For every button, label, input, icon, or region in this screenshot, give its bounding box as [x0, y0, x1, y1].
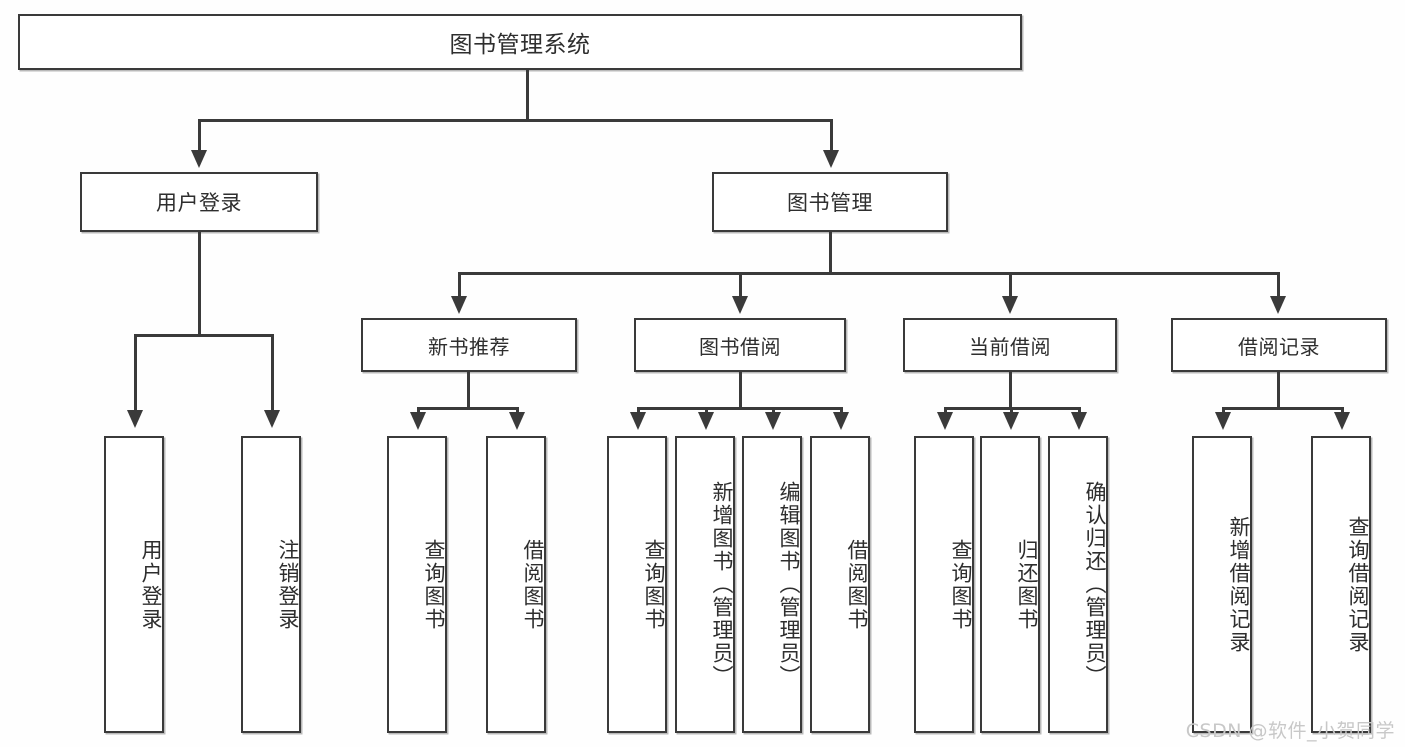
arrow-down-icon [698, 412, 714, 430]
node-new-book-recommendation-label: 新书推荐 [428, 334, 510, 359]
connector-user-login-bar [134, 334, 274, 337]
arrow-down-icon [1334, 412, 1350, 430]
leaf-add-borrow-record[interactable]: 新增借阅记录 [1192, 436, 1252, 733]
connector-level3-drop-4 [1277, 272, 1280, 300]
leaf-user-login[interactable]: 用户登录 [104, 436, 164, 733]
leaf-confirm-return-admin-label: 确认归还（管理员） [1083, 481, 1107, 688]
connector-user-login-drop-2 [271, 334, 274, 414]
connector-new-book-bar [417, 407, 519, 410]
arrow-down-icon [765, 412, 781, 430]
leaf-borrow-books-new-label: 借阅图书 [521, 538, 545, 631]
leaf-query-books-borrow[interactable]: 查询图书 [607, 436, 667, 733]
arrow-down-icon [833, 412, 849, 430]
leaf-query-books-new[interactable]: 查询图书 [387, 436, 447, 733]
arrow-down-icon [191, 150, 207, 168]
arrow-down-icon [264, 410, 280, 428]
arrow-down-icon [1002, 296, 1018, 314]
node-user-login-label: 用户登录 [156, 191, 242, 215]
connector-borrow-records-stem [1277, 372, 1280, 410]
leaf-borrow-books-new[interactable]: 借阅图书 [486, 436, 546, 733]
leaf-edit-book-admin-label: 编辑图书（管理员） [777, 481, 801, 688]
node-new-book-recommendation[interactable]: 新书推荐 [361, 318, 577, 372]
node-book-borrowing-label: 图书借阅 [699, 334, 781, 359]
connector-level3-drop-2 [739, 272, 742, 300]
connector-level3-drop-1 [458, 272, 461, 300]
arrow-down-icon [127, 410, 143, 428]
leaf-user-login-label: 用户登录 [139, 538, 163, 631]
arrow-down-icon [410, 412, 426, 430]
leaf-logout[interactable]: 注销登录 [241, 436, 301, 733]
leaf-confirm-return-admin[interactable]: 确认归还（管理员） [1048, 436, 1108, 733]
node-root-label: 图书管理系统 [449, 32, 591, 58]
node-book-management[interactable]: 图书管理 [712, 172, 948, 232]
leaf-add-borrow-record-label: 新增借阅记录 [1227, 515, 1251, 654]
connector-book-borrow-bar [637, 407, 843, 410]
leaf-query-books-borrow-label: 查询图书 [642, 538, 666, 631]
connector-book-mgmt-stem [829, 232, 832, 274]
leaf-query-borrow-record-label: 查询借阅记录 [1346, 515, 1370, 654]
leaf-logout-label: 注销登录 [276, 538, 300, 631]
connector-current-borrow-stem [1009, 372, 1012, 410]
arrow-down-icon [630, 412, 646, 430]
arrow-down-icon [509, 412, 525, 430]
connector-level3-drop-3 [1009, 272, 1012, 300]
leaf-query-books-current[interactable]: 查询图书 [914, 436, 974, 733]
connector-level2-bar [198, 119, 833, 122]
node-current-borrowing-label: 当前借阅 [969, 334, 1051, 359]
arrow-down-icon [1215, 412, 1231, 430]
connector-user-login-stem [198, 232, 201, 336]
arrow-down-icon [1003, 412, 1019, 430]
node-current-borrowing[interactable]: 当前借阅 [903, 318, 1117, 372]
leaf-query-books-new-label: 查询图书 [422, 538, 446, 631]
node-user-login[interactable]: 用户登录 [80, 172, 318, 232]
connector-level2-drop-1 [198, 119, 201, 152]
connector-book-borrow-stem [739, 372, 742, 410]
connector-new-book-stem [467, 372, 470, 410]
leaf-return-books[interactable]: 归还图书 [980, 436, 1040, 733]
arrow-down-icon [1071, 412, 1087, 430]
node-borrow-records[interactable]: 借阅记录 [1171, 318, 1387, 372]
node-book-management-label: 图书管理 [787, 191, 873, 215]
node-book-borrowing[interactable]: 图书借阅 [634, 318, 846, 372]
connector-root-stem [526, 70, 529, 119]
leaf-edit-book-admin[interactable]: 编辑图书（管理员） [742, 436, 802, 733]
leaf-borrow-books-label: 借阅图书 [845, 538, 869, 631]
leaf-add-book-admin[interactable]: 新增图书（管理员） [675, 436, 735, 733]
node-root[interactable]: 图书管理系统 [18, 14, 1022, 70]
connector-level3-bar [458, 272, 1280, 275]
arrow-down-icon [451, 296, 467, 314]
connector-level2-drop-2 [830, 119, 833, 152]
leaf-borrow-books[interactable]: 借阅图书 [810, 436, 870, 733]
leaf-query-books-current-label: 查询图书 [949, 538, 973, 631]
node-borrow-records-label: 借阅记录 [1238, 334, 1320, 359]
leaf-query-borrow-record[interactable]: 查询借阅记录 [1311, 436, 1371, 733]
arrow-down-icon [823, 150, 839, 168]
arrow-down-icon [732, 296, 748, 314]
connector-borrow-records-bar [1222, 407, 1343, 410]
arrow-down-icon [1270, 296, 1286, 314]
leaf-add-book-admin-label: 新增图书（管理员） [710, 481, 734, 688]
arrow-down-icon [937, 412, 953, 430]
leaf-return-books-label: 归还图书 [1015, 538, 1039, 631]
connector-user-login-drop-1 [134, 334, 137, 414]
